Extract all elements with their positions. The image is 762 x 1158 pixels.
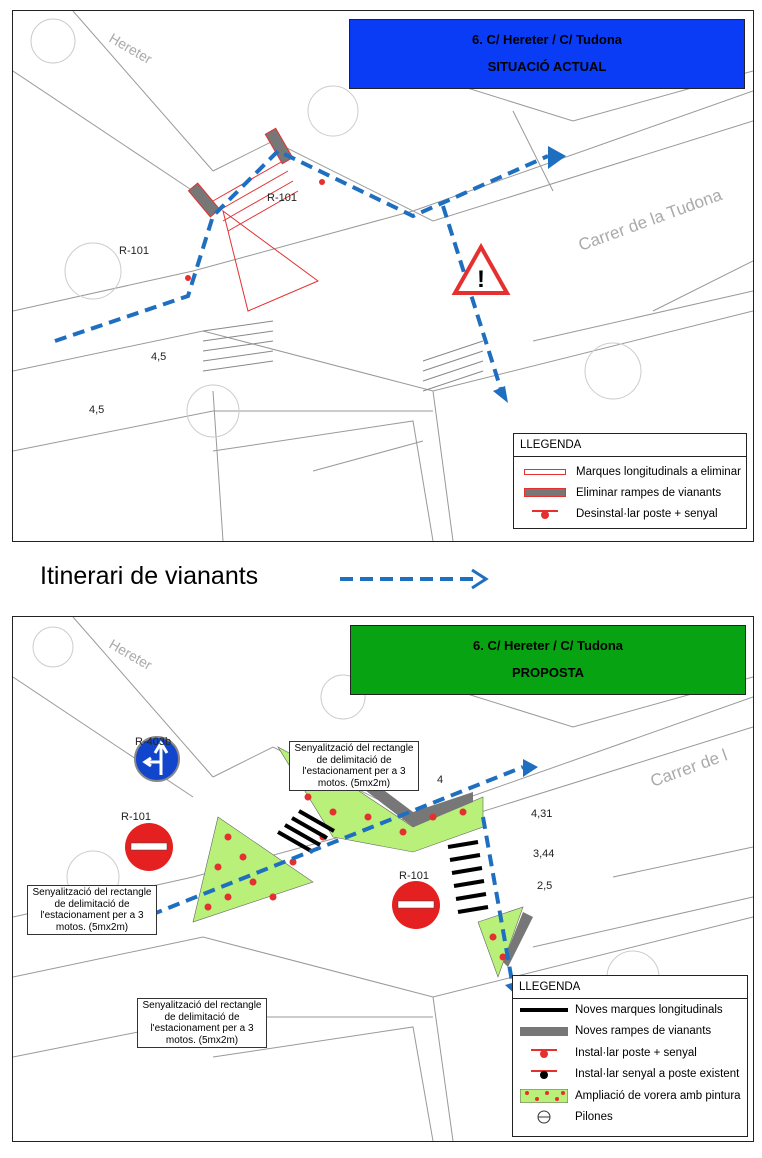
dimension-label: 4,5 bbox=[151, 351, 166, 363]
legend-item: Pilones bbox=[575, 1111, 613, 1124]
sign-label: R-101 bbox=[399, 870, 429, 882]
street-label: Carrer de l bbox=[648, 745, 730, 790]
outline-bar-icon bbox=[514, 468, 576, 475]
painted-sidewalk-extension bbox=[192, 746, 524, 978]
black-line-icon bbox=[513, 1007, 575, 1012]
markings-to-remove bbox=[212, 160, 319, 312]
street-label: Hereter bbox=[107, 30, 156, 67]
street-label: Carrer de la Tudona bbox=[576, 185, 725, 255]
legend-item: Noves rampes de vianants bbox=[575, 1025, 712, 1038]
legend-proposal: LLEGENDA Noves marques longitudinals Nov… bbox=[512, 975, 748, 1137]
red-post-icon bbox=[513, 1047, 575, 1059]
legend-current: LLEGENDA Marques longitudinals a elimina… bbox=[513, 433, 747, 529]
title-line: 6. C/ Hereter / C/ Tudona bbox=[472, 638, 623, 653]
legend-item: Desinstal·lar poste + senyal bbox=[576, 507, 718, 520]
ahead-left-sign-icon bbox=[134, 736, 180, 782]
black-post-icon bbox=[513, 1068, 575, 1080]
dimension-label: 2,5 bbox=[537, 880, 552, 892]
no-entry-sign-icon bbox=[125, 823, 173, 871]
post-sign-icon bbox=[514, 508, 576, 520]
proposal-map-drawing: R-403b R-101 R-101 4 4,31 3,44 2,5 Heret… bbox=[13, 617, 753, 1141]
legend-heading: LLEGENDA bbox=[513, 976, 747, 999]
route-arrow-icon bbox=[340, 568, 489, 590]
dimension-label: 4 bbox=[437, 774, 443, 786]
pedestrian-route-label: Itinerari de vianants bbox=[40, 562, 259, 590]
dotted-green-icon bbox=[513, 1088, 575, 1103]
street-label: Hereter bbox=[107, 636, 156, 673]
legend-item: Eliminar rampes de vianants bbox=[576, 486, 722, 499]
bollard-icon bbox=[513, 1109, 575, 1125]
title-line: SITUACIÓ ACTUAL bbox=[487, 59, 607, 74]
sign-label: R-403b bbox=[135, 736, 171, 748]
dimension-label: 4,5 bbox=[89, 404, 104, 416]
crosswalk bbox=[277, 809, 489, 914]
legend-item: Instal·lar poste + senyal bbox=[575, 1046, 697, 1059]
gray-bar-icon bbox=[514, 488, 576, 497]
dimension-label: 4,31 bbox=[531, 808, 552, 820]
legend-item: Ampliació de vorera amb pintura bbox=[575, 1089, 741, 1102]
title-line: PROPOSTA bbox=[512, 665, 584, 680]
dimension-label: 3,44 bbox=[533, 848, 554, 860]
moto-parking-callout: Senyalització del rectangle de delimitac… bbox=[137, 998, 267, 1048]
moto-parking-callout: Senyalització del rectangle de delimitac… bbox=[27, 885, 157, 935]
sign-label: R-101 bbox=[119, 245, 149, 257]
moto-parking-callout: Senyalització del rectangle de delimitac… bbox=[289, 741, 419, 791]
map-title-proposal: 6. C/ Hereter / C/ Tudona PROPOSTA bbox=[350, 625, 746, 695]
pedestrian-route-arrow bbox=[54, 148, 549, 397]
proposal-map: R-403b R-101 R-101 4 4,31 3,44 2,5 Heret… bbox=[12, 616, 754, 1142]
legend-heading: LLEGENDA bbox=[514, 434, 746, 457]
sign-label: R-101 bbox=[121, 811, 151, 823]
svg-text:!: ! bbox=[477, 266, 485, 293]
no-entry-sign-icon bbox=[392, 881, 440, 929]
current-map-drawing: ! R-101 R-101 4,5 4,5 Hereter Carrer de … bbox=[13, 11, 753, 541]
warning-icon: ! bbox=[451, 242, 511, 295]
legend-item: Noves marques longitudinals bbox=[575, 1003, 723, 1016]
current-situation-map: ! R-101 R-101 4,5 4,5 Hereter Carrer de … bbox=[12, 10, 754, 542]
title-line: 6. C/ Hereter / C/ Tudona bbox=[471, 32, 622, 47]
sign-label: R-101 bbox=[267, 192, 297, 204]
legend-item: Instal·lar senyal a poste existent bbox=[575, 1068, 740, 1081]
gray-bar-icon bbox=[513, 1026, 575, 1036]
legend-item: Marques longitudinals a eliminar bbox=[576, 465, 741, 478]
map-title-current: 6. C/ Hereter / C/ Tudona SITUACIÓ ACTUA… bbox=[349, 19, 745, 89]
pedestrian-route-arrow bbox=[132, 765, 524, 988]
